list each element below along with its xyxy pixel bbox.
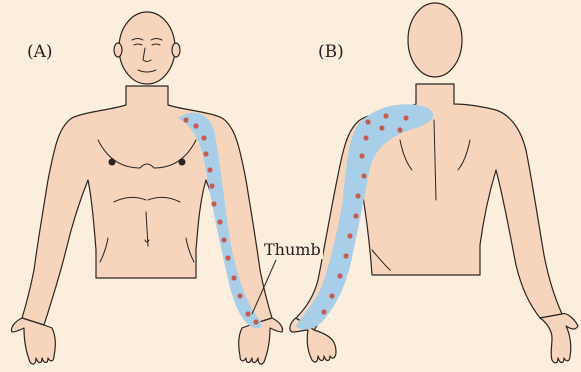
thumb-callout-label: Thumb — [262, 240, 323, 259]
panel-label-a: (A) — [27, 42, 53, 62]
front-head — [119, 12, 175, 84]
back-head — [408, 3, 462, 77]
front-left-hand — [11, 318, 55, 364]
panel-label-b: (B) — [318, 42, 344, 62]
back-right-hand — [540, 314, 578, 363]
